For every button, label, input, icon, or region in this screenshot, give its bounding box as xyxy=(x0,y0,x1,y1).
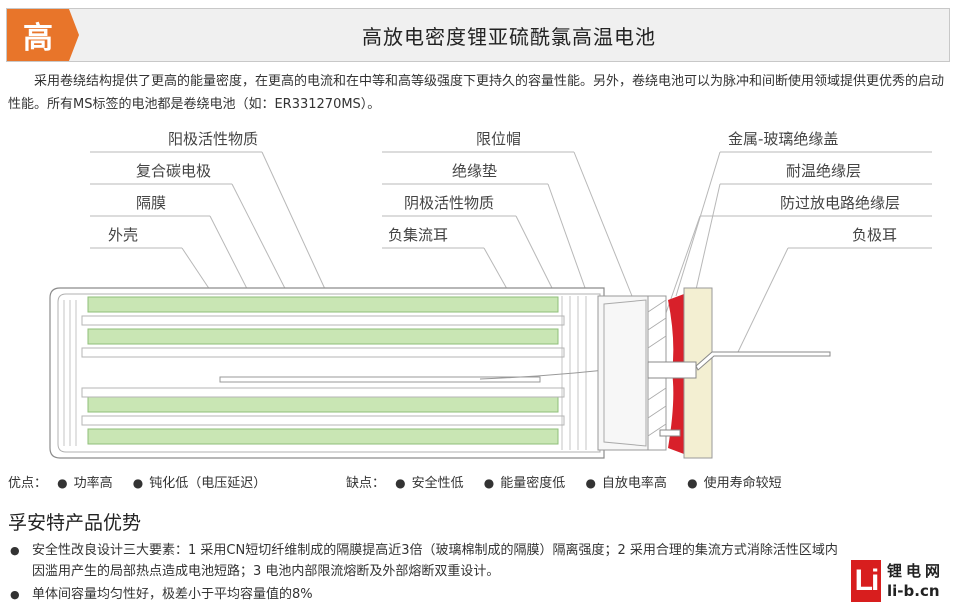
label-limit-cap: 限位帽 xyxy=(476,130,521,148)
advantage-item: 安全性改良设计三大要素：1 采用CN短切纤维制成的隔膜提高近3倍（玻璃棉制成的隔… xyxy=(8,540,848,582)
label-separator: 隔膜 xyxy=(136,194,166,212)
label-cathode-active: 阴极活性物质 xyxy=(404,194,494,212)
cons-label: 缺点： xyxy=(346,476,386,491)
pros-item: 功率高 xyxy=(57,476,113,491)
page-title: 高放电密度锂亚硫酰氯高温电池 xyxy=(362,24,656,49)
intro-paragraph: 采用卷绕结构提供了更高的能量密度，在更高的电流和在中等和高等级强度下更持久的容量… xyxy=(8,74,945,112)
advantages-list: 安全性改良设计三大要素：1 采用CN短切纤维制成的隔膜提高近3倍（玻璃棉制成的隔… xyxy=(8,540,848,607)
label-heat-insulation: 耐温绝缘层 xyxy=(786,162,861,180)
section-badge: 高 xyxy=(7,9,79,61)
pros-item: 钝化低（电压延迟） xyxy=(133,476,267,491)
pros-label: 优点： xyxy=(8,476,48,491)
cons-item: 安全性低 xyxy=(395,476,464,491)
label-glass-lid: 金属-玻璃绝缘盖 xyxy=(728,130,838,148)
logo-mark: Li xyxy=(851,560,881,602)
cons-item: 使用寿命较短 xyxy=(687,476,782,491)
label-insulating-pad: 绝缘垫 xyxy=(452,162,497,180)
label-shell: 外壳 xyxy=(108,226,138,244)
logo-name: 锂电网 xyxy=(887,562,945,580)
cons-item: 自放电率高 xyxy=(585,476,667,491)
advantages-title: 孚安特产品优势 xyxy=(8,512,142,534)
logo-url: li-b.cn xyxy=(887,582,940,600)
cons-row: 缺点： 安全性低 能量密度低 自放电率高 使用寿命较短 xyxy=(346,472,792,491)
site-logo: Li 锂电网 li-b.cn xyxy=(851,560,951,606)
label-anode-active: 阳极活性物质 xyxy=(168,130,258,148)
battery-body xyxy=(49,287,831,459)
label-negative-tab: 负集流耳 xyxy=(388,226,448,244)
cons-item: 能量密度低 xyxy=(484,476,566,491)
section-header: 高 高放电密度锂亚硫酰氯高温电池 xyxy=(6,8,950,62)
label-overdischarge-insulation: 防过放电路绝缘层 xyxy=(780,194,900,212)
label-composite-carbon: 复合碳电极 xyxy=(136,162,211,180)
pros-row: 优点： 功率高 钝化低（电压延迟） xyxy=(8,472,276,491)
advantage-item: 单体间容量均匀性好，极差小于平均容量值的8% xyxy=(8,584,848,605)
label-negative-lead: 负极耳 xyxy=(852,226,897,244)
